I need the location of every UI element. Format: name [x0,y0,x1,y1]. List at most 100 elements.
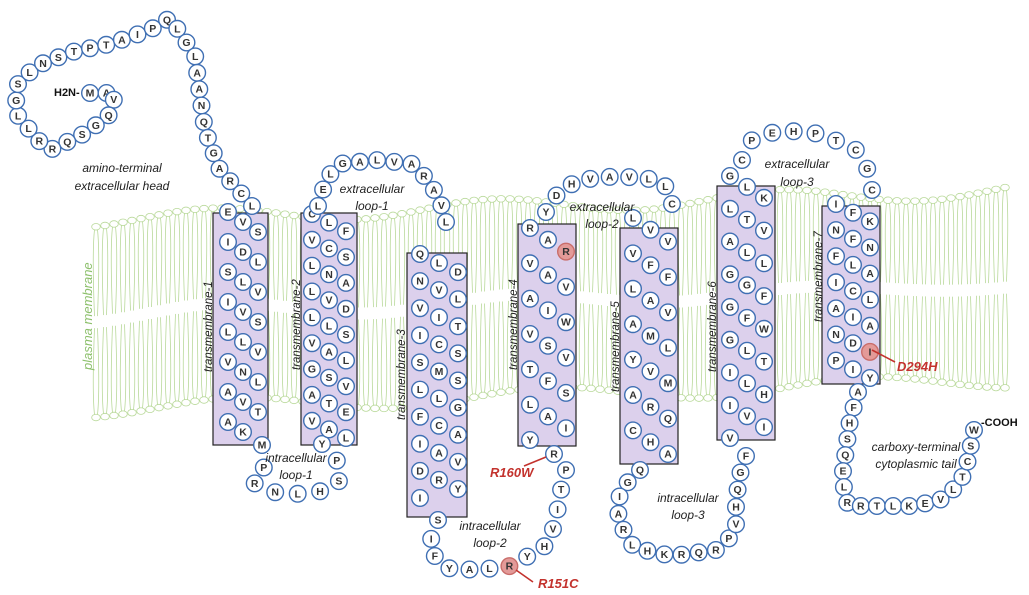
residue: L [233,273,252,292]
lipid-head [523,196,533,204]
residue: L [738,374,757,393]
lipid-tail [704,202,712,293]
lipid-head [991,185,1001,194]
lipid-head [100,221,110,230]
residue: L [186,47,205,66]
svg-text:L: L [662,181,669,193]
lipid-tail [497,201,505,290]
residue: Y [313,435,332,454]
residue: W [965,421,984,440]
svg-text:N: N [866,242,874,254]
carboxy-terminal-label-line2: cytoplasmic tail [875,457,957,471]
residue: S [838,430,857,449]
residue: A [721,232,740,251]
residue: D [233,242,252,261]
mutation-r151c-label: R151C [538,576,579,591]
residue: G [721,166,740,185]
lipid-head [910,375,920,383]
lipid-tail [902,295,910,376]
svg-text:V: V [647,224,654,236]
residue: Y [518,547,537,566]
svg-text:G: G [726,171,734,183]
lipid-head [505,387,515,395]
lipid-tail [146,319,154,407]
residue: A [303,385,322,404]
svg-text:I: I [852,312,855,324]
residue: L [19,119,38,138]
svg-text:R: R [678,549,686,561]
svg-text:H: H [846,418,854,430]
residue: S [320,368,339,387]
residue: L [248,373,267,392]
lipid-tail [119,324,127,412]
residue: V [581,169,600,188]
lipid-head [379,213,389,221]
residue: G [731,463,750,482]
svg-text:Y: Y [524,551,531,563]
lipid-tail [1001,190,1009,282]
residue: I [721,363,740,382]
svg-text:A: A [664,449,672,461]
svg-text:A: A [726,236,734,248]
residue: C [430,416,449,435]
svg-text:L: L [309,286,316,298]
residue: N [827,325,846,344]
svg-text:I: I [835,277,838,289]
svg-text:R: R [420,170,428,182]
svg-text:L: L [850,259,857,271]
lipid-head [928,196,938,204]
svg-text:G: G [339,158,347,170]
residue: V [557,277,576,296]
lipid-head [118,410,128,418]
svg-text:L: L [192,51,199,63]
residue: A [539,230,558,249]
lipid-tail [182,312,190,400]
lipid-head [496,388,506,396]
svg-text:N: N [198,100,206,112]
residue: I [411,326,430,345]
svg-text:V: V [454,456,461,468]
svg-text:V: V [254,287,261,299]
helix-label-3: transmembrane-3 [396,329,408,420]
svg-text:L: L [25,123,32,135]
residue: I [827,273,846,292]
mutation-r160w-label: R160W [490,465,535,480]
lipid-head [199,204,209,213]
residue: P [827,351,846,370]
lipid-head [91,223,101,231]
svg-text:N: N [325,269,333,281]
helix-label-4: transmembrane-4 [508,279,520,370]
svg-text:F: F [850,402,857,414]
mutated-residue: R [557,242,576,261]
svg-text:Y: Y [866,373,873,385]
lipid-tail [200,211,208,299]
residue: C [844,282,863,301]
lipid-head [496,195,506,203]
residue: V [411,299,430,318]
svg-text:L: L [527,399,534,411]
lipid-tail [695,305,703,396]
lipid-head [460,197,470,206]
lipid-tail [605,212,613,295]
lipid-head [370,404,380,413]
lipid-head [784,185,794,194]
residue: T [827,131,846,150]
residue: K [655,545,674,564]
svg-text:Y: Y [446,563,453,575]
svg-text:L: L [841,482,848,494]
svg-text:T: T [527,364,534,376]
svg-text:G: G [210,148,218,160]
lipid-head [154,211,164,219]
lipid-head [685,394,695,402]
lipid-head [775,185,785,194]
svg-text:H: H [316,486,324,498]
residue: C [958,452,977,471]
residue: V [248,343,267,362]
lipid-head [406,208,416,216]
residue: A [190,80,209,99]
svg-text:L: L [443,217,450,229]
residue: L [168,19,187,38]
lipid-head [280,210,290,218]
lipid-tail [389,317,397,406]
residue: L [430,253,449,272]
